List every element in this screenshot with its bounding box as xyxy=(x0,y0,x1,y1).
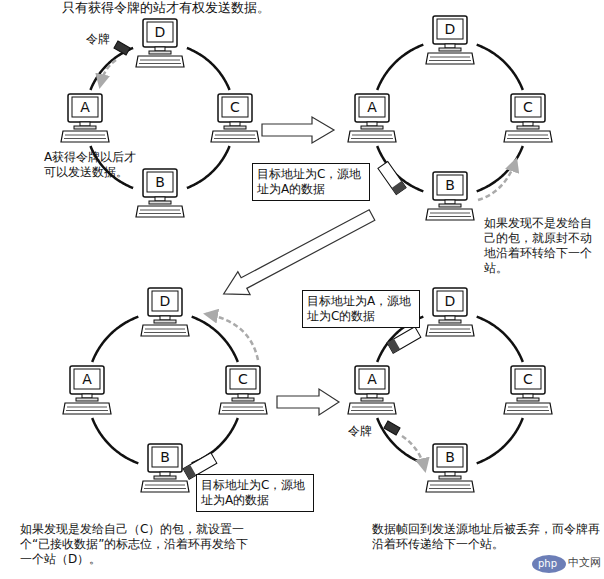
station-letter: B xyxy=(140,449,190,465)
computer-station: B xyxy=(140,442,190,494)
packet xyxy=(378,161,406,194)
note-text: 令牌 xyxy=(348,424,388,439)
ring-segment xyxy=(192,317,238,362)
data-frame-box: 目标地址为C，源地址为A的数据 xyxy=(196,474,314,512)
note-text: 如果发现不是发给自己的包，就原封不动地沿着环转给下一个站。 xyxy=(484,216,596,276)
ring-segment xyxy=(477,418,523,463)
ring-segment xyxy=(92,418,138,463)
ring-segment xyxy=(477,146,523,191)
station-letter: C xyxy=(210,99,260,115)
computer-station: A xyxy=(60,92,110,144)
station-letter: C xyxy=(503,99,553,115)
ring-segment xyxy=(377,45,423,90)
computer-station: B xyxy=(425,442,475,494)
computer-station: D xyxy=(135,17,185,69)
pass-arrow xyxy=(100,60,116,86)
station-letter: A xyxy=(347,371,397,387)
watermark: php xyxy=(538,557,568,570)
station-letter: B xyxy=(425,177,475,193)
ring-segment xyxy=(187,146,230,188)
computer-station: C xyxy=(503,92,553,144)
computer-station: D xyxy=(425,14,475,66)
station-letter: A xyxy=(60,99,110,115)
watermark: 中文网 xyxy=(568,556,604,570)
station-letter: A xyxy=(62,371,112,387)
frame-text: 目标地址为C，源地址为A的数据 xyxy=(257,167,365,197)
ring-segment xyxy=(192,418,238,463)
data-frame-box: 目标地址为A，源地址为C的数据 xyxy=(302,290,420,328)
flow-arrow xyxy=(262,117,334,143)
computer-station: C xyxy=(503,364,553,416)
computer-station: B xyxy=(425,170,475,222)
frame-text: 目标地址为A，源地址为C的数据 xyxy=(307,294,415,324)
computer-station: B xyxy=(135,167,185,219)
computer-station: D xyxy=(140,286,190,338)
ring-segment xyxy=(477,45,523,90)
station-letter: C xyxy=(503,371,553,387)
computer-station: A xyxy=(347,364,397,416)
station-letter: C xyxy=(218,371,268,387)
station-letter: B xyxy=(135,174,185,190)
packet xyxy=(387,327,421,353)
data-frame-box: 目标地址为C，源地址为A的数据 xyxy=(252,163,370,201)
computer-station: A xyxy=(347,92,397,144)
station-letter: D xyxy=(425,293,475,309)
note-text: 令牌 xyxy=(86,32,126,47)
computer-station: C xyxy=(210,92,260,144)
computer-station: C xyxy=(218,364,268,416)
pass-arrow xyxy=(478,160,516,200)
note-text: A获得令牌以后才可以发送数据。 xyxy=(44,150,144,180)
title: 只有获得令牌的站才有权发送数据。 xyxy=(62,0,270,15)
frame-text: 目标地址为C，源地址为A的数据 xyxy=(201,478,309,508)
ring-segment xyxy=(377,418,423,463)
station-letter: D xyxy=(135,24,185,40)
station-letter: D xyxy=(140,293,190,309)
ring-segment xyxy=(477,317,523,362)
note-text: 数据帧回到发送源地址后被丢弃，而令牌再沿着环传递给下一个站。 xyxy=(372,522,602,552)
station-letter: A xyxy=(347,99,397,115)
pass-arrow xyxy=(402,436,425,470)
ring-segment xyxy=(187,48,230,90)
computer-station: A xyxy=(62,364,112,416)
computer-station: D xyxy=(425,286,475,338)
token xyxy=(114,41,130,55)
station-letter: D xyxy=(425,21,475,37)
flow-arrow xyxy=(277,389,339,415)
token xyxy=(384,421,400,435)
station-letter: B xyxy=(425,449,475,465)
ring-segment xyxy=(92,317,138,362)
note-text: 如果发现是发给自己（C）的包，就设置一个“已接收数据”的标志位，沿着环再发给下一… xyxy=(20,522,260,567)
pass-arrow xyxy=(206,314,258,360)
